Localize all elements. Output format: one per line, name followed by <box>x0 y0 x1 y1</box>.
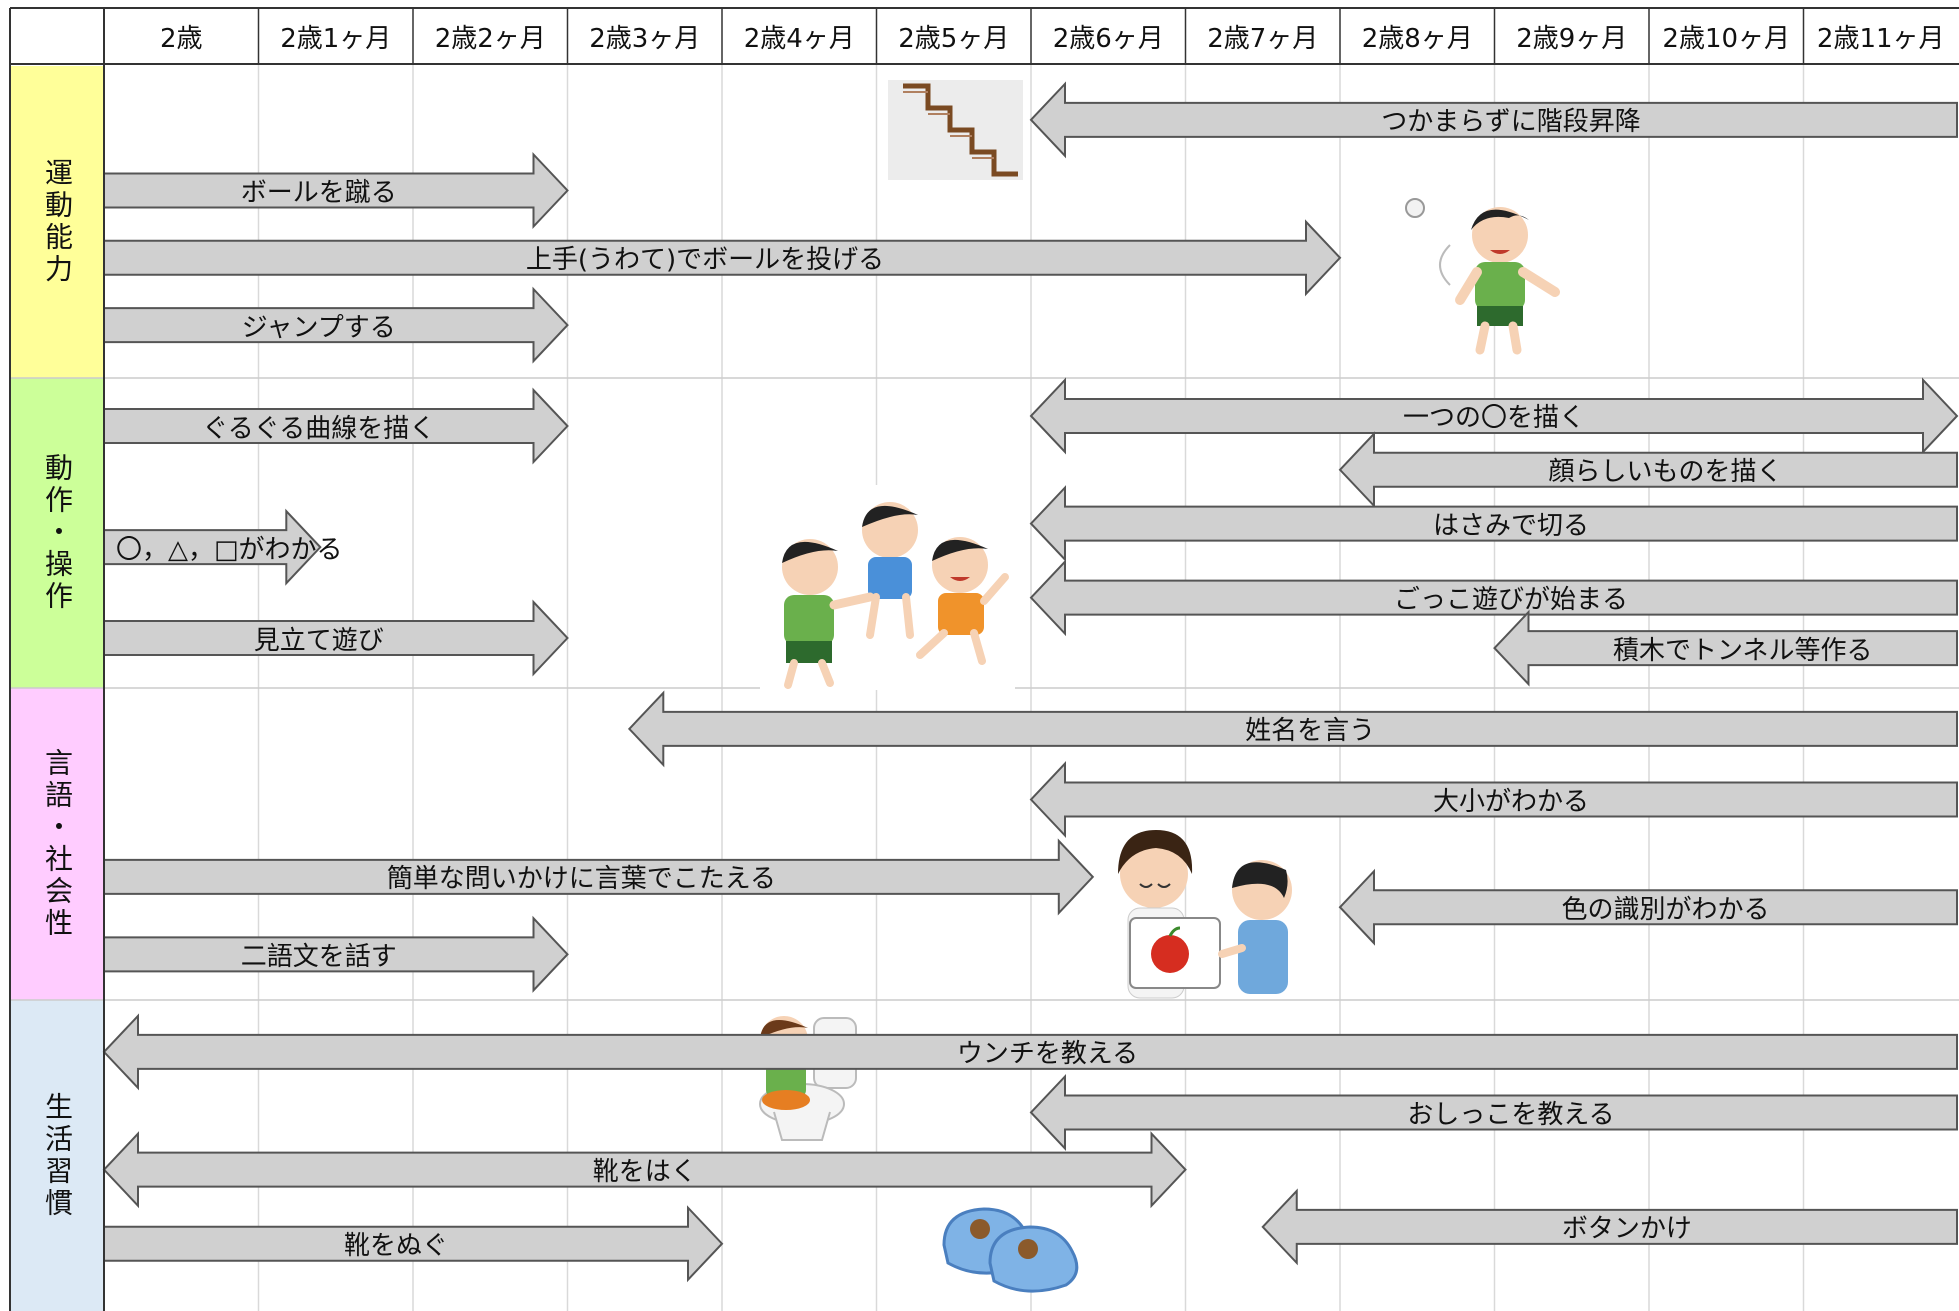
milestone-arrow-4 <box>103 387 569 465</box>
milestone-label-20: ボタンかけ <box>1561 1214 1692 1245</box>
milestone-label-19: 靴をはく <box>592 1157 697 1188</box>
milestone-label-13: 大小がわかる <box>1432 787 1589 818</box>
milestone-label-15: 色の識別がわかる <box>1561 894 1770 925</box>
milestone-arrow-17 <box>102 1013 1958 1091</box>
month-label-1: 2歳1ヶ月 <box>280 23 392 54</box>
month-label-8: 2歳8ヶ月 <box>1361 23 1473 54</box>
milestone-label-8: 〇，△，□がわかる <box>116 534 343 565</box>
milestone-arrow-1 <box>103 151 569 230</box>
milestone-arrow-10 <box>1493 609 1958 687</box>
milestone-arrow-13 <box>1029 761 1958 839</box>
category-label-1: 動作・操作 <box>41 453 74 613</box>
milestone-label-21: 靴をぬぐ <box>343 1231 448 1262</box>
milestone-arrow-20 <box>1261 1188 1958 1266</box>
milestone-arrow-6 <box>1338 431 1958 509</box>
category-label-2: 言語・社会性 <box>41 748 74 940</box>
month-label-9: 2歳9ヶ月 <box>1516 23 1628 54</box>
milestone-label-6: 顔らしいものを描く <box>1548 457 1783 488</box>
category-backgrounds <box>10 66 104 1311</box>
shoes-icon <box>942 1207 1079 1293</box>
milestone-arrow-16 <box>103 915 569 993</box>
milestone-label-7: はさみで切る <box>1432 511 1589 542</box>
milestone-arrow-8 <box>103 508 322 586</box>
month-label-7: 2歳7ヶ月 <box>1207 23 1319 54</box>
milestone-label-14: 簡単な問いかけに言葉でこたえる <box>386 864 777 895</box>
month-label-10: 2歳10ヶ月 <box>1662 23 1791 54</box>
stairs-icon <box>888 80 1023 180</box>
milestone-label-1: ボールを蹴る <box>240 178 397 208</box>
milestone-arrow-9 <box>1029 559 1958 637</box>
milestone-label-2: 上手(うわて)でボールを投げる <box>525 245 885 276</box>
month-label-3: 2歳3ヶ月 <box>589 23 701 54</box>
category-band-2 <box>10 688 104 1000</box>
category-band-3 <box>10 1000 104 1311</box>
milestone-arrow-18 <box>1029 1073 1958 1151</box>
table-frame <box>9 7 1959 1311</box>
month-label-5: 2歳5ヶ月 <box>898 23 1010 54</box>
milestone-label-5: 一つの〇を描く <box>1402 403 1585 434</box>
illustrations <box>752 80 1560 1293</box>
milestone-arrow-21 <box>103 1205 724 1283</box>
milestone-label-3: ジャンプする <box>241 312 396 343</box>
milestone-label-4: ぐるぐる曲線を描く <box>202 413 436 444</box>
milestone-arrow-12 <box>627 690 1958 768</box>
kids-playing-icon <box>760 485 1015 690</box>
category-band-1 <box>10 378 104 688</box>
teacher-child-apple-card-icon <box>1118 830 1292 999</box>
milestone-label-18: おしっこを教える <box>1407 1099 1615 1130</box>
milestone-label-0: つかまらずに階段昇降 <box>1381 107 1641 138</box>
month-label-0: 2歳 <box>159 23 203 54</box>
milestone-arrow-7 <box>1029 485 1958 563</box>
milestone-arrow-0 <box>1029 81 1958 159</box>
milestone-arrow-19 <box>102 1131 1187 1209</box>
milestone-label-17: ウンチを教える <box>956 1039 1139 1070</box>
milestone-arrows <box>102 81 1959 1283</box>
milestone-label-11: 見立て遊び <box>253 625 384 656</box>
milestone-label-12: 姓名を言う <box>1245 716 1376 747</box>
milestone-arrow-14 <box>103 838 1095 916</box>
milestone-arrow-3 <box>103 286 569 364</box>
month-label-2: 2歳2ヶ月 <box>434 23 546 54</box>
milestone-arrow-11 <box>103 599 569 677</box>
milestone-label-16: 二語文を話す <box>240 941 397 972</box>
milestone-arrow-5 <box>1029 377 1959 455</box>
month-label-11: 2歳11ヶ月 <box>1816 23 1945 54</box>
milestone-arrow-15 <box>1338 868 1958 946</box>
boy-throwing-ball-icon <box>1405 198 1560 355</box>
milestone-arrow-2 <box>103 219 1342 297</box>
milestone-label-9: ごっこ遊びが始まる <box>1393 585 1628 616</box>
category-band-0 <box>10 66 104 378</box>
milestone-label-10: 積木でトンネル等作る <box>1613 635 1873 666</box>
month-label-4: 2歳4ヶ月 <box>743 23 855 54</box>
category-label-3: 生活習慣 <box>41 1091 74 1220</box>
month-label-6: 2歳6ヶ月 <box>1052 23 1164 54</box>
category-label-0: 運動能力 <box>41 158 74 286</box>
